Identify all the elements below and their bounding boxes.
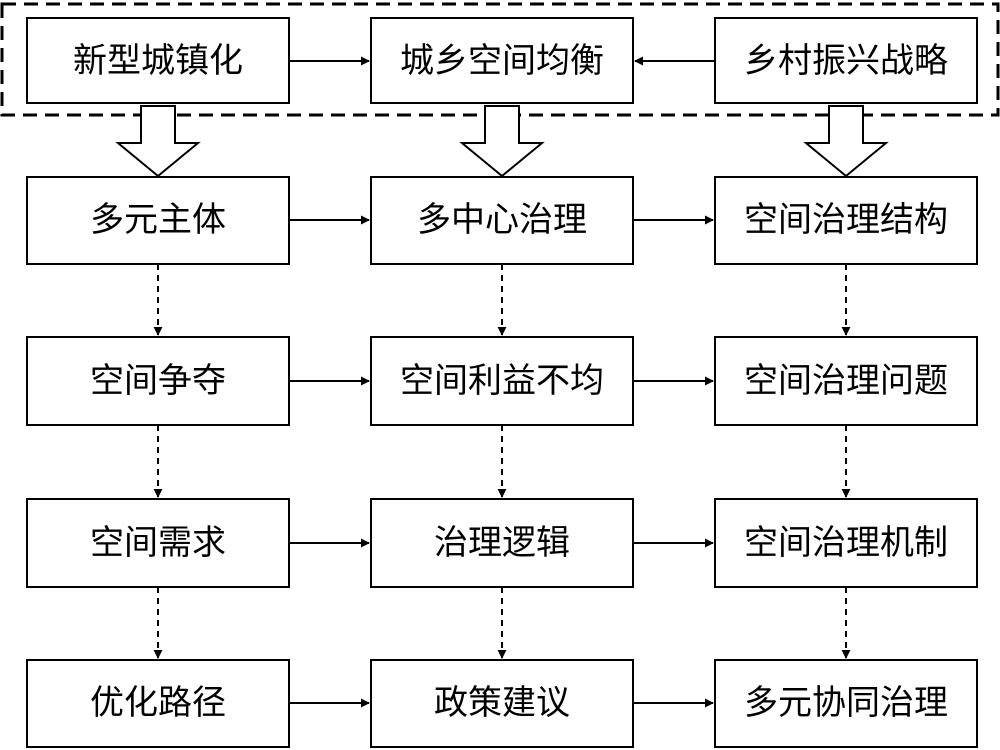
col2-row3-label: 治理逻辑 (434, 523, 570, 563)
block-arrow-right (803, 105, 889, 178)
box-col2-row4: 政策建议 (370, 659, 634, 748)
box-col2-row1: 多中心治理 (370, 176, 634, 265)
col3-row1-label: 空间治理结构 (744, 200, 948, 240)
box-col3-row2: 空间治理问题 (714, 336, 978, 426)
col2-row1-label: 多中心治理 (417, 200, 587, 240)
box-col1-row1: 多元主体 (26, 176, 290, 265)
header-left-label: 新型城镇化 (73, 41, 243, 81)
header-group-frame (0, 2, 1000, 117)
col3-row3-label: 空间治理机制 (744, 523, 948, 563)
col1-row4-label: 优化路径 (90, 683, 226, 723)
header-center-label: 城乡空间均衡 (400, 41, 604, 81)
box-col3-row3: 空间治理机制 (714, 498, 978, 588)
box-col1-row4: 优化路径 (26, 659, 290, 748)
col2-row4-label: 政策建议 (434, 683, 570, 723)
col1-row3-label: 空间需求 (90, 523, 226, 563)
block-arrow-center (459, 105, 545, 178)
col1-row1-label: 多元主体 (90, 200, 226, 240)
box-col3-row1: 空间治理结构 (714, 176, 978, 265)
box-col2-row3: 治理逻辑 (370, 498, 634, 588)
box-col1-row2: 空间争夺 (26, 336, 290, 426)
col2-row2-label: 空间利益不均 (400, 361, 604, 401)
header-box-left: 新型城镇化 (26, 17, 290, 104)
col3-row2-label: 空间治理问题 (744, 361, 948, 401)
block-arrow-left (115, 105, 201, 178)
col1-row2-label: 空间争夺 (90, 361, 226, 401)
header-right-label: 乡村振兴战略 (744, 41, 948, 81)
col3-row4-label: 多元协同治理 (744, 683, 948, 723)
header-box-right: 乡村振兴战略 (714, 17, 978, 104)
box-col2-row2: 空间利益不均 (370, 336, 634, 426)
box-col1-row3: 空间需求 (26, 498, 290, 588)
header-box-center: 城乡空间均衡 (370, 17, 634, 104)
box-col3-row4: 多元协同治理 (714, 659, 978, 748)
